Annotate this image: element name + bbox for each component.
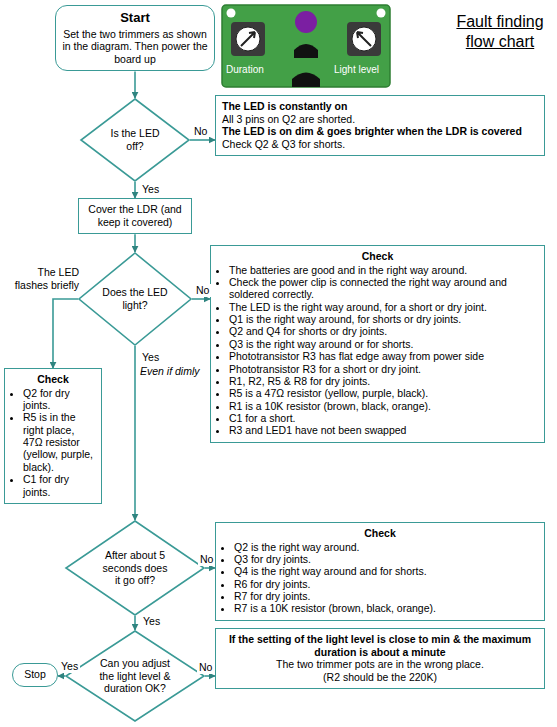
diamond-text-area: Can you adjust the light level & duratio… <box>99 657 171 695</box>
check-item: The batteries are good and in the right … <box>229 264 538 276</box>
check-list: The batteries are good and in the right … <box>217 264 538 437</box>
check-item: R3 and LED1 have not been swapped <box>229 424 538 436</box>
node-text: Is the LED off? <box>102 127 168 152</box>
diamond-shape <box>79 253 191 345</box>
process-box: CheckQ2 is the right way around.Q3 for d… <box>215 522 545 621</box>
branch-label: No <box>197 661 214 674</box>
branch-note: Even if dimly <box>140 365 200 378</box>
check-item: R5 is a 47Ω resistor (yellow, purple, bl… <box>229 387 538 399</box>
decision-diamond: Can you adjust the light level & duratio… <box>65 630 205 722</box>
check-item: R6 for dry joints. <box>234 578 538 590</box>
flow-connector <box>190 139 215 141</box>
node-body-text: All 3 pins on Q2 are shorted. <box>222 113 538 126</box>
branch-label: Yes <box>59 660 80 673</box>
trimmer-setting <box>357 32 371 46</box>
box-heading: Check <box>222 527 538 540</box>
flow-connector <box>58 675 65 677</box>
check-item: Q4 is the right way around and for short… <box>234 565 538 577</box>
trimmer-label: Duration <box>226 64 264 76</box>
check-item: Q2 is the right way around. <box>234 541 538 553</box>
trimmer-label: Light level <box>334 64 379 76</box>
trimmer-setting <box>241 32 255 46</box>
node-text: Can you adjust the light level & duratio… <box>99 657 171 695</box>
check-list: Q2 for dry joints.R5 is in the right pla… <box>11 387 95 498</box>
diamond-shape <box>81 99 189 181</box>
node-body-text: (R2 should be the 220K) <box>222 671 538 684</box>
terminal-box: StartSet the two trimmers as shown in th… <box>55 5 215 71</box>
check-item: Q3 for dry joints. <box>234 553 538 565</box>
flow-connector <box>192 298 210 300</box>
check-item: C1 for dry joints. <box>23 473 95 498</box>
node-text: Cover the LDR (and keep it covered) <box>85 203 185 228</box>
power-clip-symbol <box>292 73 320 88</box>
check-item: C1 for a short. <box>229 412 538 424</box>
check-item: Q2 for dry joints. <box>23 387 95 412</box>
circuit-board <box>222 5 390 87</box>
check-item: Phototransistor R3 for a short or dry jo… <box>229 363 538 375</box>
mounting-hole <box>377 9 386 18</box>
diamond-text-area: Is the LED off? <box>102 127 168 152</box>
branch-label: The LED flashes briefly <box>3 266 81 291</box>
flow-connector <box>205 567 215 569</box>
node-body-text: Set the two trimmers as shown in the dia… <box>62 28 208 66</box>
decision-diamond: Does the LED light? <box>78 252 192 346</box>
led-symbol <box>295 11 317 33</box>
branch-label: No <box>198 553 215 566</box>
ldr-symbol <box>294 44 318 58</box>
flow-connector <box>134 346 136 520</box>
trimmer-dial <box>236 27 260 51</box>
flow-connector <box>134 234 136 252</box>
check-item: Q2 and Q4 for shorts or dry joints. <box>229 325 538 337</box>
check-list: Q2 is the right way around.Q3 for dry jo… <box>222 541 538 615</box>
diamond-text-area: Does the LED light? <box>101 286 169 311</box>
flow-connector <box>134 616 136 630</box>
branch-label: No <box>194 284 211 297</box>
check-item: R1 is a 10K resistor (brown, black, oran… <box>229 400 538 412</box>
branch-label: Yes <box>141 615 162 628</box>
branch-label: No <box>192 125 209 138</box>
terminal-box: Stop <box>12 663 58 687</box>
process-box: If the setting of the light level is clo… <box>215 628 545 689</box>
chart-title: Fault finding flow chart <box>448 12 552 52</box>
node-text: The LED is constantly on <box>222 100 538 113</box>
flow-connector <box>205 675 215 677</box>
decision-diamond: Is the LED off? <box>80 98 190 182</box>
node-body-text: Check Q2 & Q3 for shorts. <box>222 138 538 151</box>
process-box: Cover the LDR (and keep it covered) <box>78 198 192 234</box>
check-item: R1, R2, R5 & R8 for dry joints. <box>229 375 538 387</box>
flow-connector <box>134 71 136 98</box>
check-item: R7 is a 10K resistor (brown, black, oran… <box>234 602 538 614</box>
trimmer-dial <box>352 27 376 51</box>
process-box: CheckThe batteries are good and in the r… <box>210 245 545 443</box>
diamond-shape <box>66 521 204 615</box>
flow-connector <box>134 182 136 198</box>
branch-label: Yes <box>140 183 161 196</box>
diamond-shape <box>66 631 204 721</box>
node-body-text: The LED is on dim & goes brighter when t… <box>222 125 538 138</box>
node-body-text: The two trimmer pots are in the wrong pl… <box>222 658 538 671</box>
decision-diamond: After about 5 seconds does it go off? <box>65 520 205 616</box>
check-item: Phototransistor R3 has flat edge away fr… <box>229 350 538 362</box>
node-text: Stop <box>19 668 51 681</box>
box-heading: Check <box>11 373 95 386</box>
trimmer-body <box>231 22 265 56</box>
process-box: CheckQ2 for dry joints.R5 is in the righ… <box>4 368 102 504</box>
box-heading: Check <box>217 250 538 263</box>
check-item: The LED is the right way around, for a s… <box>229 301 538 313</box>
flow-connector <box>53 299 78 368</box>
check-item: Q3 is the right way around or for shorts… <box>229 338 538 350</box>
check-item: Check the power clip is connected the ri… <box>229 276 538 301</box>
diamond-text-area: After about 5 seconds does it go off? <box>99 549 171 587</box>
trimmer-body <box>347 22 381 56</box>
check-item: R5 is in the right place, 47Ω resistor (… <box>23 411 95 473</box>
node-text: Does the LED light? <box>101 286 169 311</box>
mounting-hole <box>227 9 236 18</box>
check-item: R7 for dry joints. <box>234 590 538 602</box>
node-text: After about 5 seconds does it go off? <box>99 549 171 587</box>
node-text: If the setting of the light level is clo… <box>222 633 538 658</box>
process-box: The LED is constantly onAll 3 pins on Q2… <box>215 95 545 156</box>
node-text: Start <box>62 10 208 26</box>
check-item: Q1 is the right way around, for shorts o… <box>229 313 538 325</box>
branch-label: Yes <box>140 351 161 364</box>
